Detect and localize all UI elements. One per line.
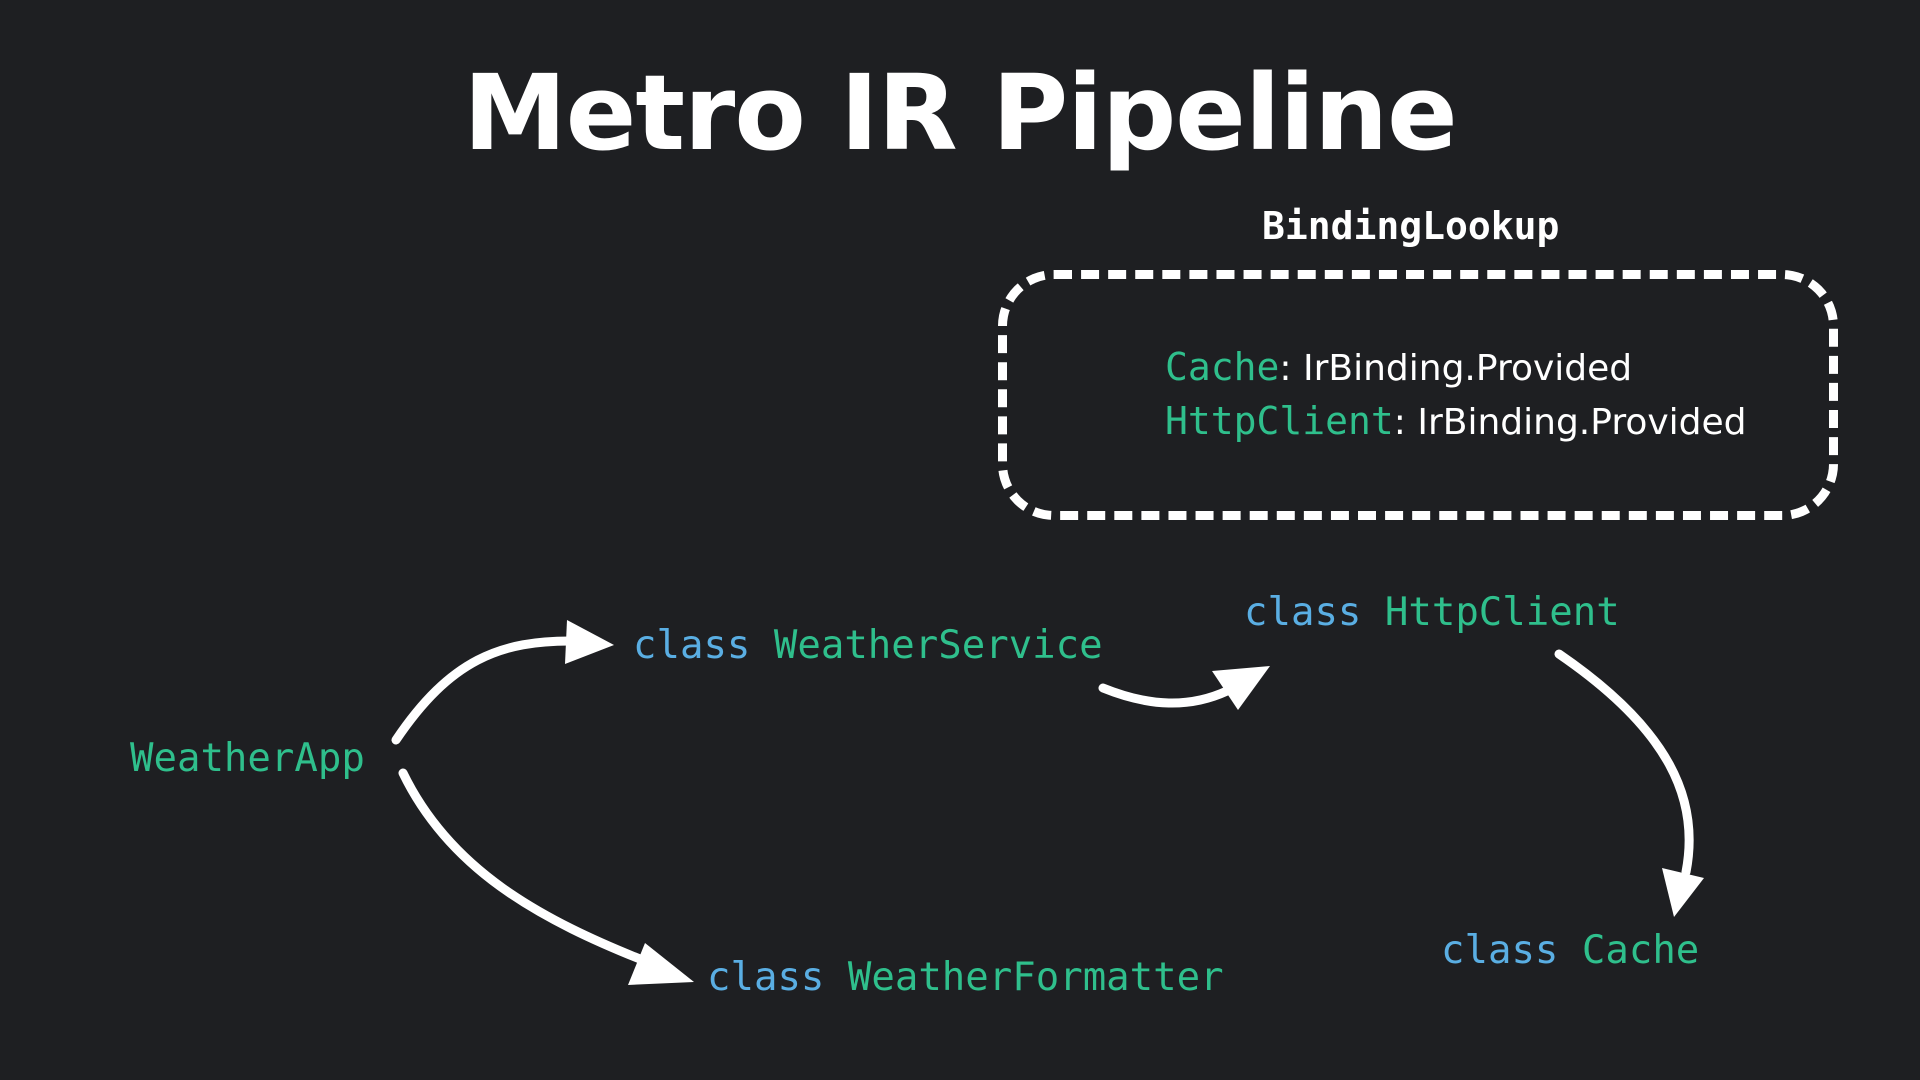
arrowhead-icon: [565, 620, 614, 664]
arrowhead-icon: [1662, 868, 1704, 917]
binding-key: Cache: [1165, 345, 1280, 389]
node-name: WeatherService: [773, 623, 1103, 668]
binding-lookup-box: [998, 270, 1838, 520]
binding-entry-httpclient: HttpClient: IrBinding.Provided: [1165, 399, 1747, 444]
arrow-http-to-cache: [1554, 649, 1694, 877]
arrow-app-to-service: [391, 636, 580, 745]
node-weather-formatter: class WeatherFormatter: [707, 955, 1224, 1000]
binding-value: : IrBinding.Provided: [1393, 402, 1747, 443]
arrow-service-to-http: [1098, 683, 1232, 708]
node-name: WeatherFormatter: [847, 955, 1224, 1000]
binding-value: : IrBinding.Provided: [1279, 348, 1633, 389]
arrowhead-icon: [628, 943, 694, 985]
node-cache: class Cache: [1441, 928, 1699, 973]
node-weather-service: class WeatherService: [633, 623, 1103, 668]
node-name: Cache: [1581, 928, 1700, 973]
class-keyword: class: [1244, 590, 1362, 635]
binding-key: HttpClient: [1165, 399, 1394, 443]
binding-entry-cache: Cache: IrBinding.Provided: [1165, 345, 1632, 390]
class-keyword: class: [633, 623, 751, 668]
arrow-app-to-formatter: [398, 768, 655, 968]
node-http-client: class HttpClient: [1244, 590, 1620, 635]
node-name: HttpClient: [1384, 590, 1620, 635]
node-weather-app: WeatherApp: [130, 736, 365, 781]
arrowhead-icon: [1212, 666, 1270, 710]
class-keyword: class: [1441, 928, 1559, 973]
binding-lookup-label: BindingLookup: [1262, 204, 1560, 248]
class-keyword: class: [707, 955, 825, 1000]
slide-title: Metro IR Pipeline: [463, 52, 1457, 174]
node-name: WeatherApp: [130, 736, 365, 781]
